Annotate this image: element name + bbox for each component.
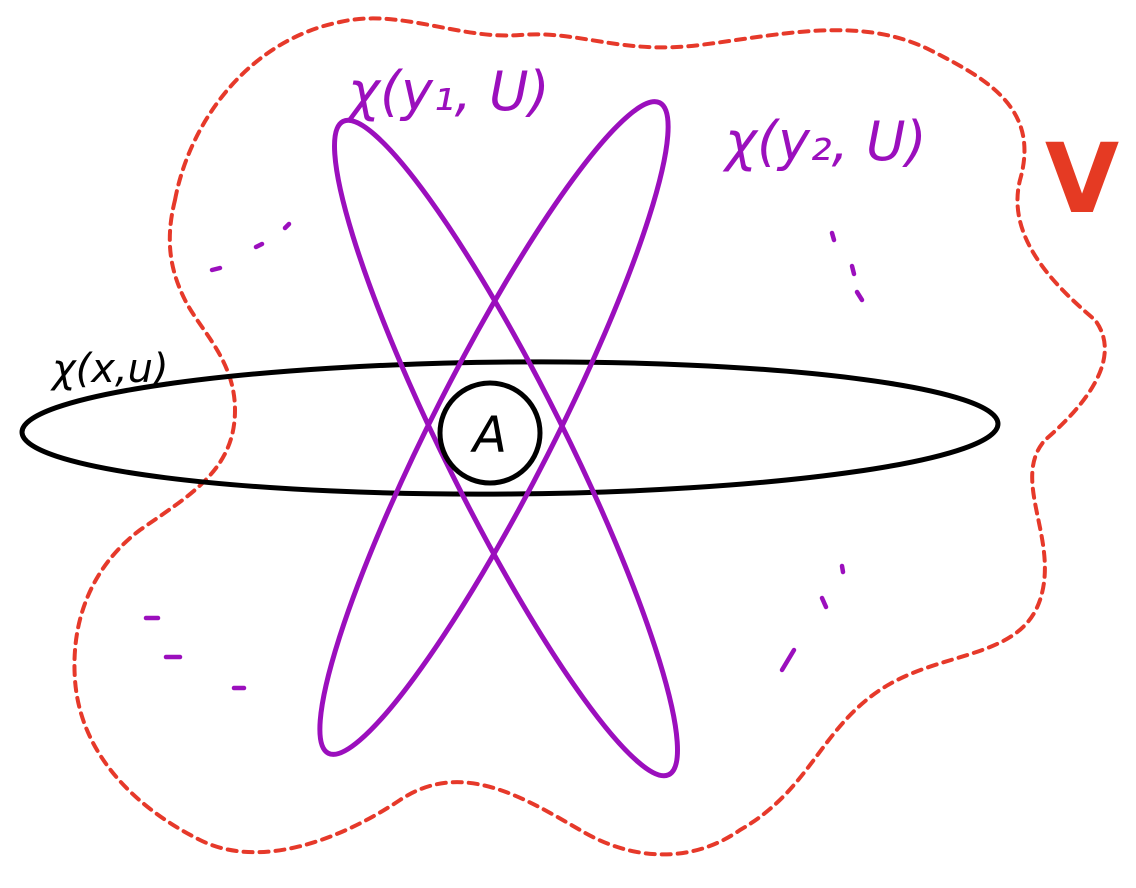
dash-mark	[282, 221, 292, 231]
dash-mark	[854, 289, 865, 303]
chi-y2-ellipse	[317, 99, 671, 757]
dash-mark	[819, 595, 829, 610]
chi-y1-ellipse	[332, 117, 680, 779]
label-chi-x: χ(x,u)	[50, 346, 169, 392]
dash-mark	[253, 241, 265, 250]
dash-mark	[839, 563, 846, 575]
label-v: V	[1045, 123, 1119, 235]
continuation-marks-purple	[143, 221, 865, 691]
label-a: A	[470, 406, 507, 464]
chi-x-ellipse	[19, 359, 1001, 497]
dash-mark	[849, 263, 857, 277]
set-a-circle	[437, 380, 543, 486]
label-chi-y1: χ(y₁, U)	[345, 60, 550, 123]
label-chi-y2: χ(y₂, U)	[722, 110, 927, 173]
dash-mark	[779, 647, 797, 673]
region-v-boundary	[72, 16, 1107, 857]
dash-mark	[209, 265, 223, 273]
dash-mark	[829, 230, 837, 243]
